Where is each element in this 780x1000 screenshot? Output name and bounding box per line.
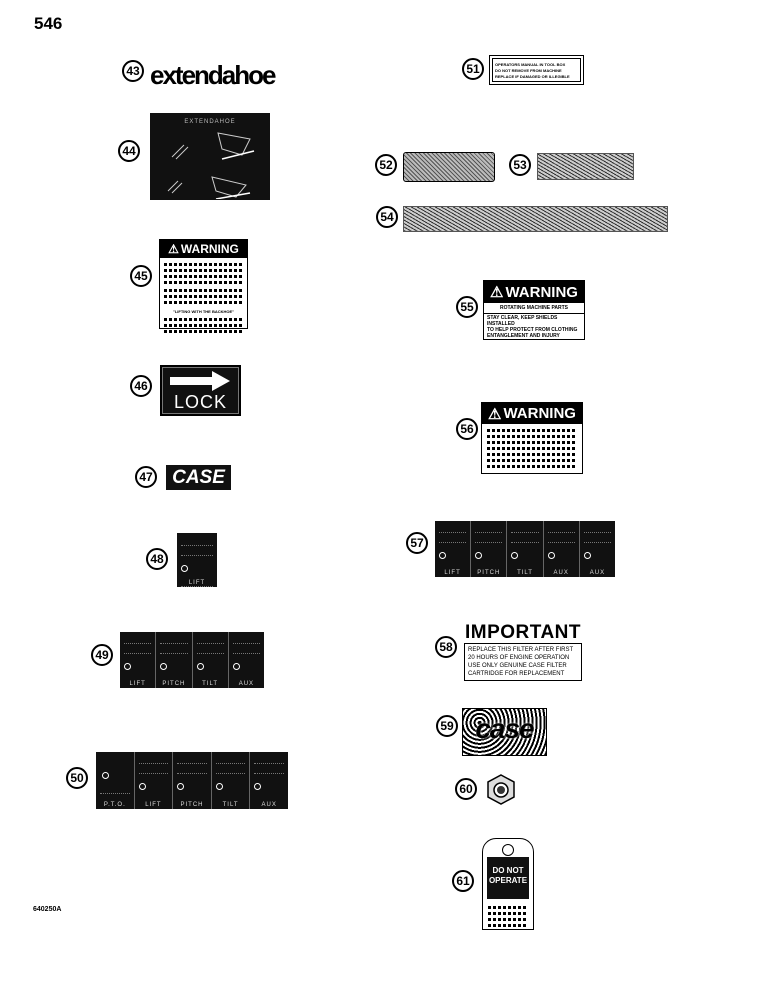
warning-decal-56: ⚠ WARNING — [481, 402, 583, 474]
extendahoe-decal: extendahoe — [150, 60, 276, 90]
warning-title: WARNING — [505, 283, 578, 301]
panel48-label: LIFT — [188, 580, 206, 586]
panel50-label: P.T.O. — [103, 802, 126, 808]
operators-manual-decal: OPERATORS MANUAL IN TOOL BOX DO NOT REMO… — [489, 55, 584, 85]
indicator-ring-icon — [124, 663, 131, 670]
indicator-ring-icon — [254, 783, 262, 790]
callout-53: 53 — [509, 154, 531, 176]
tag-hole-icon — [502, 844, 514, 856]
panel50-label: TILT — [222, 802, 239, 808]
indicator-ring-icon — [547, 552, 555, 559]
callout-59: 59 — [436, 715, 458, 737]
indicator-ring-icon — [583, 552, 591, 559]
panel49-label: TILT — [202, 681, 219, 687]
reflector-strip-52 — [403, 152, 495, 182]
callout-51: 51 — [462, 58, 484, 80]
warning55-line4: ENTANGLEMENT AND INJURY — [487, 333, 560, 339]
panel50-label: PITCH — [180, 802, 204, 808]
figure-reference: 640250A — [33, 906, 62, 913]
indicator-ring-icon — [181, 565, 188, 572]
case-logo-decal: case — [462, 708, 547, 756]
indicator-ring-icon — [232, 663, 240, 670]
lock-text: LOCK — [173, 392, 228, 412]
panel57-label: AUX — [589, 570, 606, 576]
case-logo-text: case — [475, 713, 534, 744]
panel57-label: LIFT — [444, 570, 461, 576]
callout-55: 55 — [456, 296, 478, 318]
important-title: IMPORTANT — [464, 622, 582, 643]
callout-54: 54 — [376, 206, 398, 228]
lock-decal: LOCK — [160, 365, 241, 416]
lift-control-decal: LIFT — [177, 533, 217, 587]
callout-52: 52 — [375, 154, 397, 176]
callout-44: 44 — [118, 140, 140, 162]
page-number: 546 — [34, 14, 63, 33]
panel57-label: TILT — [517, 570, 533, 576]
control-decal-57: LIFT PITCH TILT AUX AUX — [435, 521, 615, 577]
warning-decal-55: ⚠ WARNING ROTATING MACHINE PARTS STAY CL… — [483, 280, 585, 340]
panel50-label: LIFT — [145, 802, 162, 808]
callout-61: 61 — [452, 870, 474, 892]
nut-icon — [487, 774, 515, 805]
warning-triangle-icon: ⚠ — [488, 405, 502, 423]
panel49-label: LIFT — [129, 681, 146, 687]
boom-diagram-icon — [167, 132, 255, 199]
reflector-strip-54 — [403, 206, 668, 232]
case-decal: CASE — [166, 465, 231, 490]
indicator-ring-icon — [160, 663, 168, 670]
warning-triangle-icon: ⚠ — [490, 284, 504, 301]
warning45-subtitle: "LIFTING WITH THE BACKHOE" — [172, 309, 235, 314]
callout-56: 56 — [456, 418, 478, 440]
indicator-ring-icon — [475, 552, 483, 559]
panel44-title: EXTENDAHOE — [184, 119, 236, 125]
callout-47: 47 — [135, 466, 157, 488]
warning-title: WARNING — [180, 242, 239, 256]
warning55-line2: STAY CLEAR, KEEP SHIELDS INSTALLED — [487, 315, 558, 327]
indicator-ring-icon — [102, 772, 109, 779]
callout-43: 43 — [122, 60, 144, 82]
callout-58: 58 — [435, 636, 457, 658]
control-decal-50: P.T.O. LIFT PITCH TILT AUX — [96, 752, 288, 809]
indicator-ring-icon — [215, 783, 223, 790]
control-decal-49: LIFT PITCH TILT AUX — [120, 632, 264, 688]
callout-49: 49 — [91, 644, 113, 666]
callout-57: 57 — [406, 532, 428, 554]
panel49-label: AUX — [238, 681, 255, 687]
panel49-label: PITCH — [162, 681, 186, 687]
panel57-label: PITCH — [477, 570, 501, 576]
panel57-label: AUX — [553, 570, 569, 576]
extendahoe-instruction-decal: EXTENDAHOE — [150, 113, 270, 200]
indicator-ring-icon — [439, 552, 446, 559]
callout-48: 48 — [146, 548, 168, 570]
warning55-line1: ROTATING MACHINE PARTS — [484, 303, 584, 314]
panel50-label: AUX — [261, 802, 277, 808]
tag-line-1: DO NOT — [492, 866, 524, 875]
warning-triangle-icon: ⚠ — [168, 242, 179, 256]
indicator-ring-icon — [138, 783, 146, 790]
warning55-line3: TO HELP PROTECT FROM CLOTHING — [487, 327, 578, 333]
callout-45: 45 — [130, 265, 152, 287]
important-body: REPLACE THIS FILTER AFTER FIRST 20 HOURS… — [464, 643, 582, 681]
reflector-strip-53 — [537, 153, 634, 180]
warning-title: WARNING — [503, 405, 576, 422]
arrow-right-icon — [170, 371, 230, 391]
indicator-ring-icon — [177, 783, 185, 790]
callout-60: 60 — [455, 778, 477, 800]
tag-line-2: OPERATE — [488, 876, 528, 885]
do-not-operate-tag: DO NOT OPERATE — [482, 838, 534, 930]
indicator-ring-icon — [196, 663, 204, 670]
callout-50: 50 — [66, 767, 88, 789]
callout-46: 46 — [130, 375, 152, 397]
warning-decal-45: ⚠ WARNING "LIFTING WITH THE BACKHOE" — [159, 239, 248, 333]
indicator-ring-icon — [511, 552, 519, 559]
